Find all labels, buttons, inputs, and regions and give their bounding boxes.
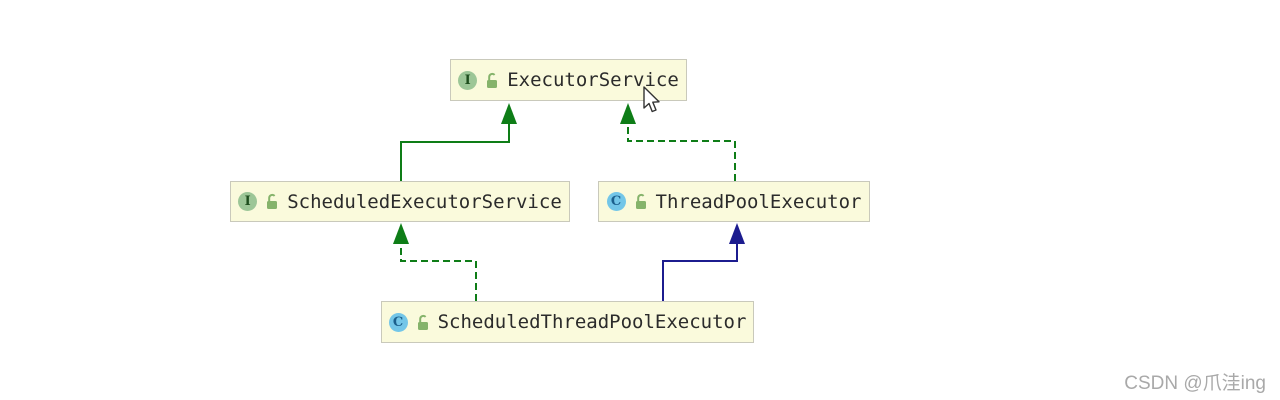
mouse-cursor-icon [643,86,660,113]
csdn-watermark: CSDN @爪洼ing [1124,373,1266,394]
node-scheduled-executor-service[interactable]: I ScheduledExecutorService [230,181,570,222]
arrowhead-implements-icon [393,223,409,244]
node-label: ThreadPoolExecutor [655,190,862,213]
class-badge-icon: C [388,312,408,332]
arrowhead-extends-icon [729,223,745,244]
unlocked-icon [417,314,428,330]
unlocked-icon [635,193,646,209]
class-badge-icon: C [606,192,626,211]
interface-badge-icon: I [458,70,478,90]
edge-threadpoolexecutor-implements-executorservice [620,103,736,181]
node-label: ScheduledExecutorService [287,190,562,213]
node-thread-pool-executor[interactable]: C ThreadPoolExecutor [598,181,870,222]
unlocked-icon [487,72,498,88]
arrowhead-implements-icon [620,103,636,124]
arrowhead-extends-icon [501,103,517,124]
node-scheduled-thread-pool-executor[interactable]: C ScheduledThreadPoolExecutor [381,301,754,343]
edge-scheduledthreadpoolexecutor-extends-threadpoolexecutor [662,223,745,301]
edge-scheduledthreadpoolexecutor-implements-scheduledexecutorservice [393,223,477,301]
interface-badge-icon: I [238,192,258,211]
node-label: ExecutorService [507,69,679,91]
unlocked-icon [267,193,278,209]
edge-scheduledexecutorservice-extends-executorservice [400,103,517,181]
node-label: ScheduledThreadPoolExecutor [437,311,747,333]
